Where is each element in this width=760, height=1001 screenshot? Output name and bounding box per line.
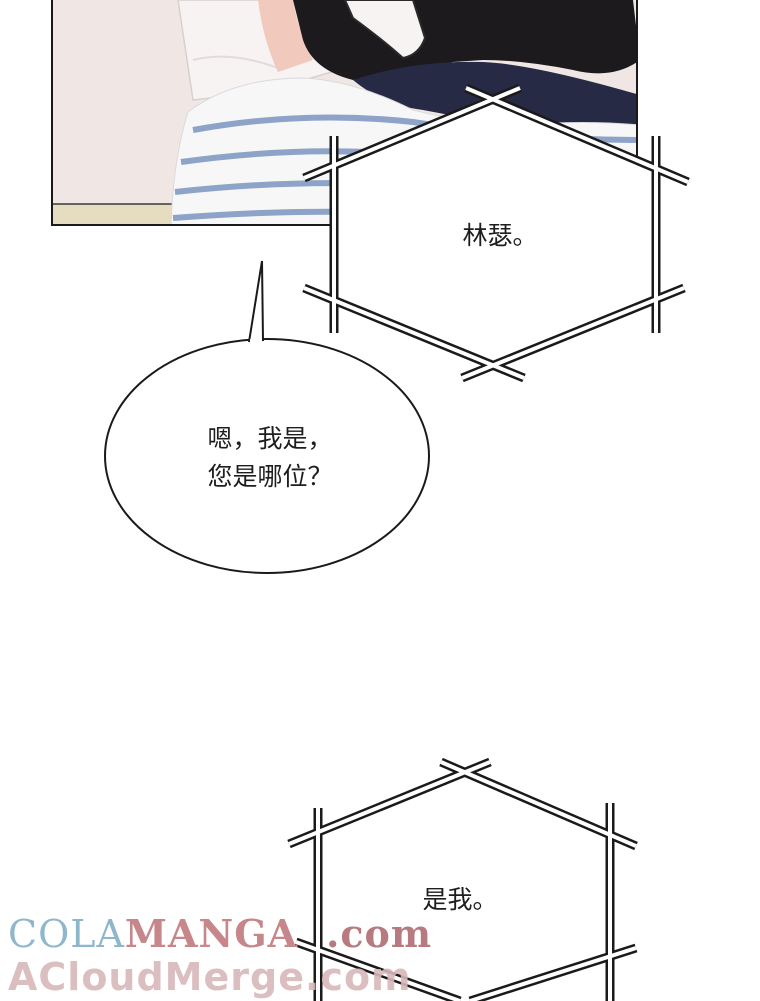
watermark-dotcom: .com <box>326 911 433 956</box>
hexagon-bubble-caller <box>302 83 690 383</box>
floor-strip <box>53 204 193 224</box>
caller-dialogue: 林瑟。 <box>462 221 538 250</box>
watermark-cola: COLA <box>8 912 125 956</box>
speech-bubble-reply <box>104 260 430 574</box>
reply-line-2: 您是哪位？ <box>207 462 333 491</box>
watermark-manga: MANGA <box>124 911 299 956</box>
reply-dialogue: 嗯，我是， 您是哪位？ <box>170 420 370 496</box>
face <box>258 0 313 72</box>
reply-line-1: 嗯，我是， <box>207 424 333 453</box>
second-caller-dialogue: 是我。 <box>422 885 498 914</box>
hexagon-bubble-second-caller <box>287 757 638 1001</box>
collar <box>353 61 636 125</box>
watermark-acloudmerge: ACloudMerge.com <box>8 955 412 999</box>
watermark-colamanga: COLAMANGA .com <box>8 911 433 957</box>
phone <box>343 0 427 60</box>
